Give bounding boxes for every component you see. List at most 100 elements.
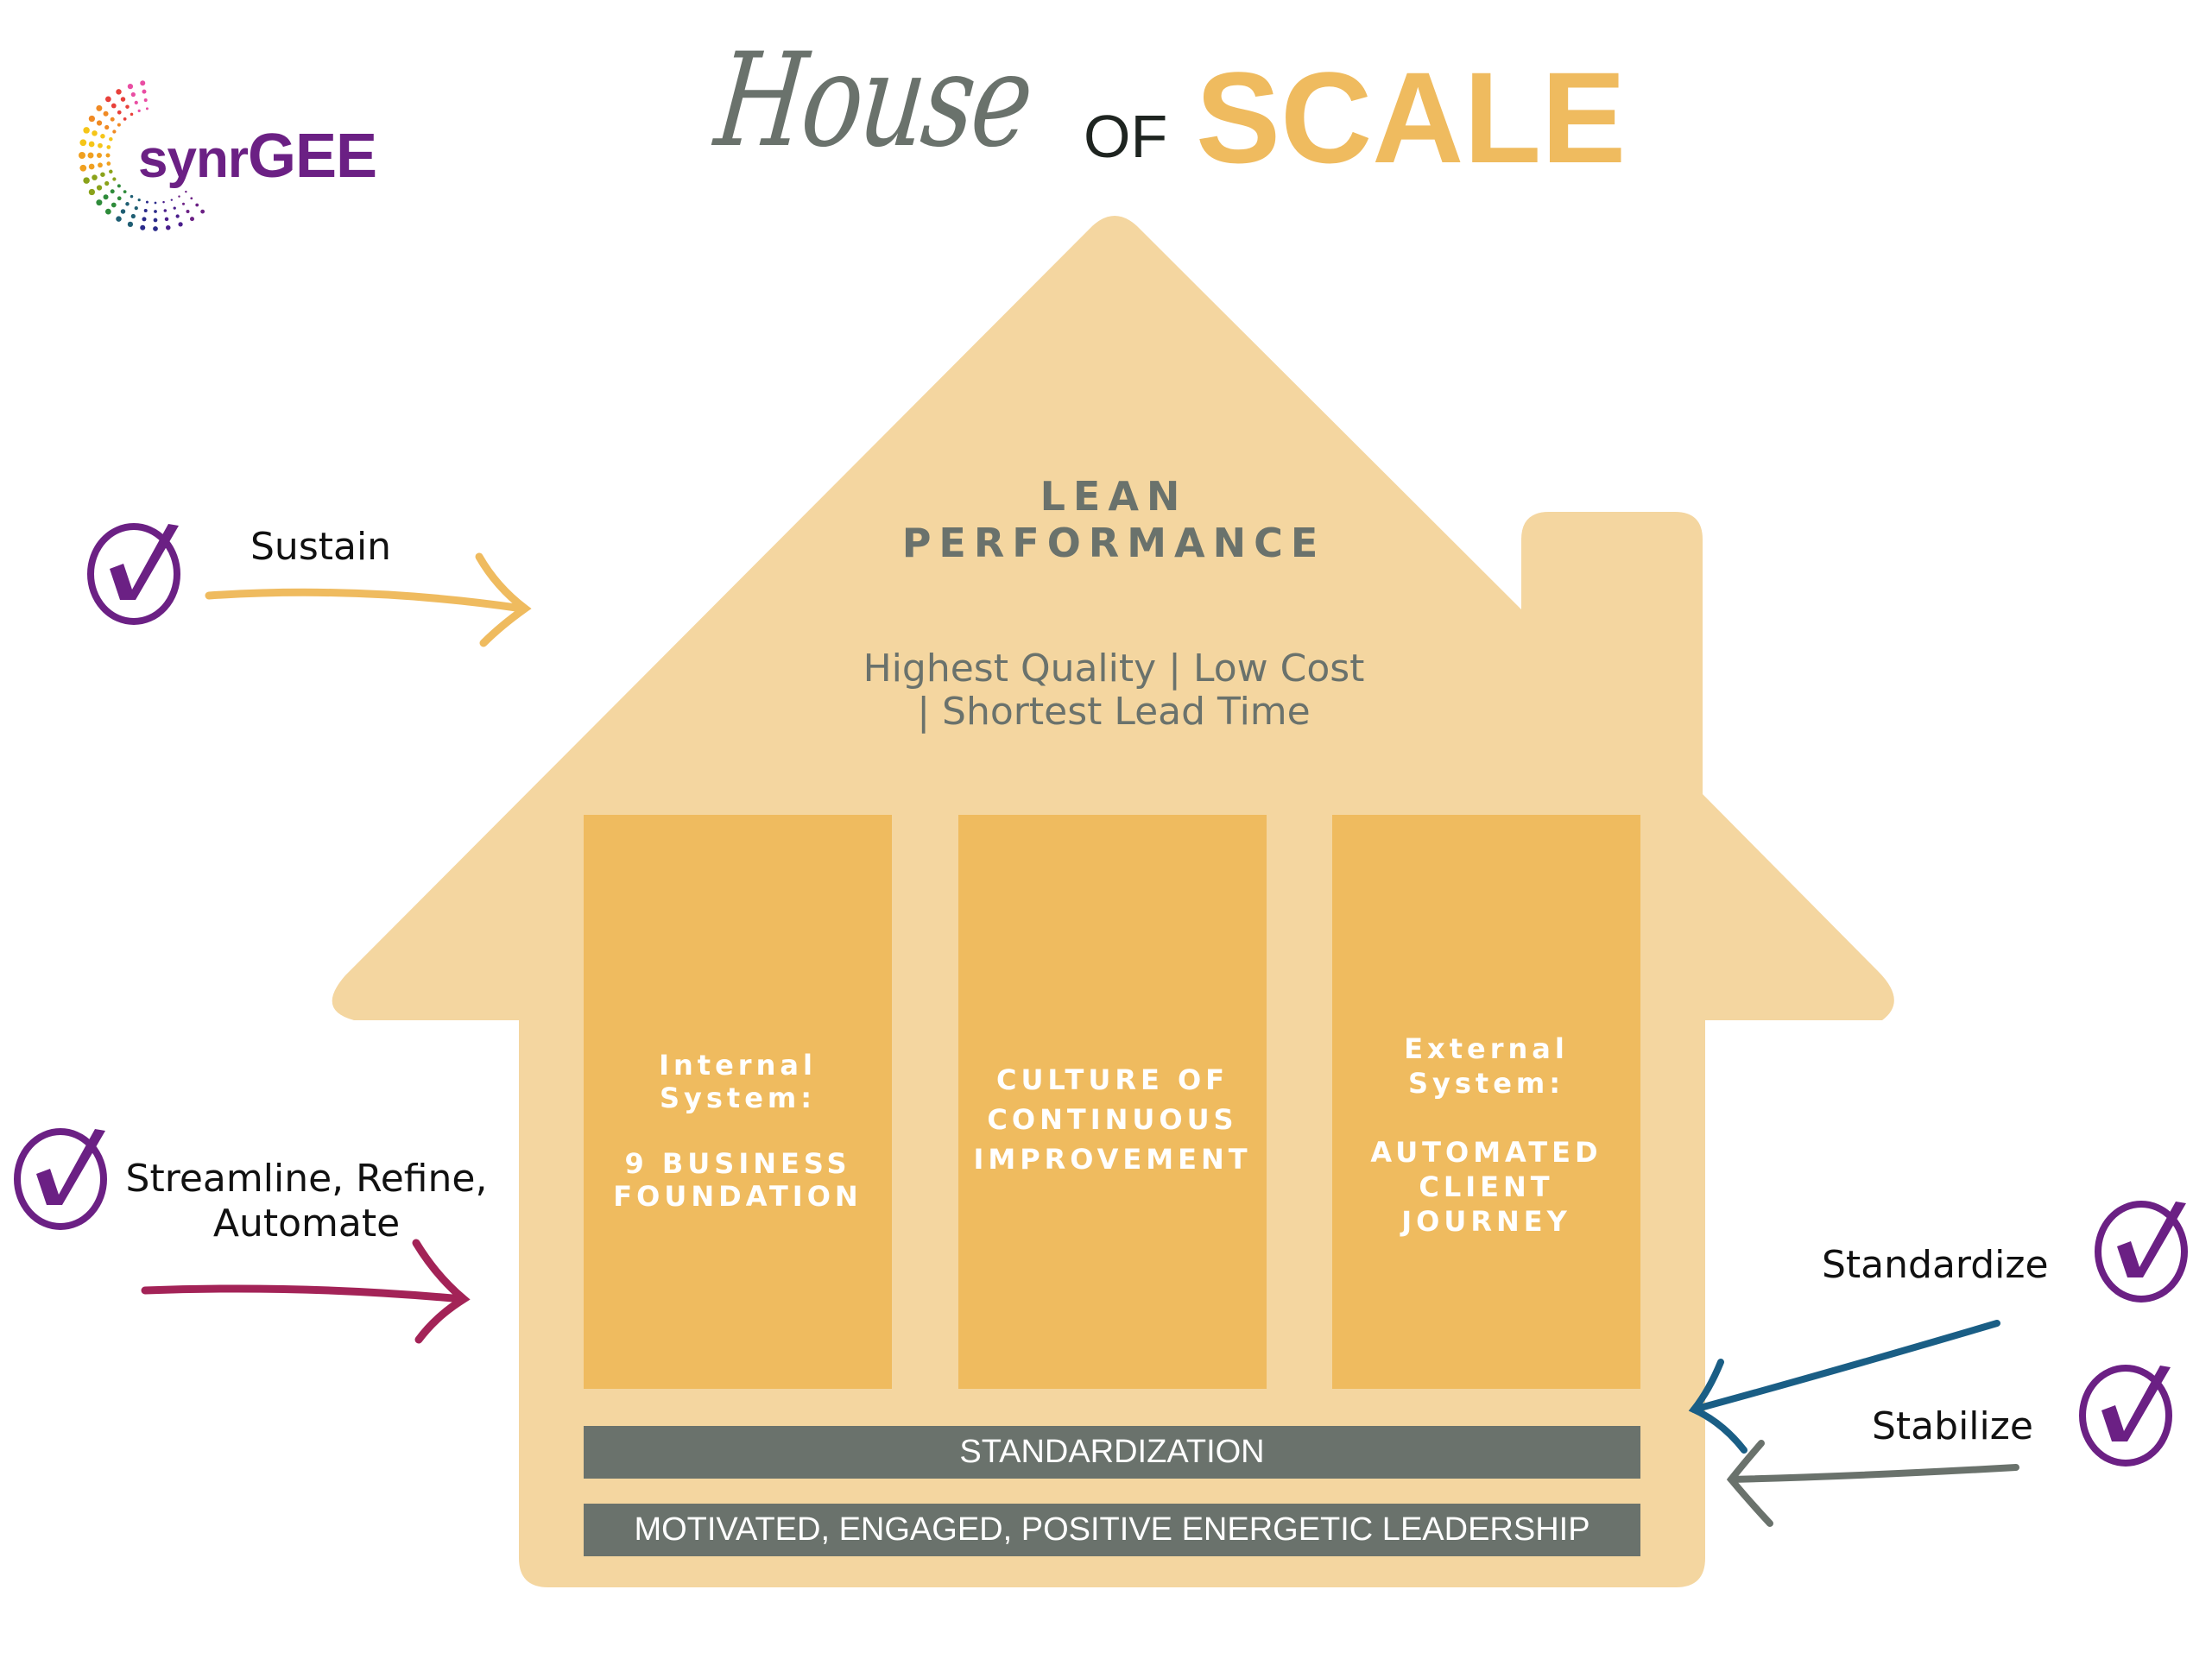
logo-dot bbox=[83, 127, 90, 134]
logo-dot bbox=[96, 104, 103, 111]
logo-dot bbox=[103, 110, 109, 117]
logo-dot bbox=[104, 96, 111, 103]
logo-dot bbox=[117, 184, 121, 188]
pillar-line bbox=[584, 1114, 892, 1147]
roof-heading-line1: LEAN bbox=[1040, 473, 1188, 520]
logo-dot bbox=[134, 100, 138, 105]
logo-dot bbox=[134, 205, 138, 211]
pillar-line: System: bbox=[659, 1082, 817, 1114]
logo-dot bbox=[88, 188, 96, 196]
logo-dot bbox=[123, 190, 127, 194]
logo-dot bbox=[117, 110, 122, 115]
logo-dot bbox=[142, 89, 147, 94]
logo-dot bbox=[111, 202, 117, 208]
logo-dot bbox=[96, 199, 103, 206]
logo-dot bbox=[195, 203, 199, 207]
logo-dot bbox=[178, 195, 180, 198]
logo bbox=[69, 69, 354, 242]
logo-dot bbox=[117, 123, 121, 127]
logo-dot bbox=[110, 117, 115, 122]
pillar-culture-bg bbox=[958, 815, 1267, 1389]
logo-dot bbox=[143, 209, 148, 213]
logo-dot bbox=[120, 209, 126, 214]
logo-dot bbox=[104, 124, 110, 130]
logo-prefix: synr bbox=[138, 129, 249, 189]
pillar-internal-bg bbox=[584, 815, 892, 1389]
label-standardize: Standardize bbox=[1822, 1243, 2049, 1287]
logo-dot bbox=[112, 129, 117, 134]
logo-dot bbox=[140, 224, 146, 230]
logo-dot bbox=[106, 145, 111, 149]
logo-dot bbox=[109, 136, 113, 142]
logo-dot bbox=[185, 190, 187, 193]
pillar-line: 9 BUSINESS bbox=[624, 1147, 851, 1180]
logo-dot bbox=[112, 177, 117, 181]
logo-dot bbox=[111, 103, 117, 109]
logo-dot bbox=[79, 139, 87, 147]
logo-dot bbox=[142, 217, 147, 222]
logo-dot bbox=[109, 169, 113, 174]
logo-dot bbox=[153, 226, 158, 231]
logo-dot bbox=[106, 161, 111, 166]
logo-dot bbox=[182, 202, 185, 205]
roof-heading-line2: PERFORMANCE bbox=[901, 520, 1326, 566]
logo-dot bbox=[186, 209, 190, 213]
logo-dot bbox=[127, 221, 134, 227]
leadership-bar: MOTIVATED, ENGAGED, POSITIVE ENERGETIC L… bbox=[584, 1504, 1640, 1556]
logo-dot bbox=[173, 206, 176, 210]
standardization-bar: STANDARDIZATION bbox=[584, 1426, 1640, 1479]
pillar-external-bg bbox=[1332, 815, 1640, 1389]
logo-dots-icon bbox=[79, 80, 205, 231]
logo-dot bbox=[103, 194, 109, 200]
logo-dot bbox=[137, 109, 141, 112]
title-scale: SCALE bbox=[1196, 45, 1627, 190]
logo-dot bbox=[162, 200, 165, 204]
logo-dot bbox=[143, 98, 148, 102]
label-streamline-line2: Automate bbox=[212, 1202, 401, 1246]
pillar-line: CONTINUOUS bbox=[987, 1103, 1238, 1136]
logo-dot bbox=[145, 200, 149, 204]
logo-dot bbox=[170, 199, 174, 201]
logo-dot bbox=[130, 194, 134, 199]
logo-suffix: GEE bbox=[247, 122, 377, 191]
pillar-line: Internal bbox=[659, 1049, 817, 1082]
logo-dot bbox=[83, 177, 90, 184]
pillar-line bbox=[1332, 1101, 1640, 1135]
arrow-stabilize-icon bbox=[1726, 1440, 2019, 1527]
pillar-line: AUTOMATED bbox=[1370, 1136, 1602, 1169]
logo-dot bbox=[105, 153, 111, 158]
logo-dot bbox=[120, 97, 126, 102]
pillar-line: IMPROVEMENT bbox=[973, 1143, 1252, 1176]
logo-dot bbox=[178, 222, 183, 227]
pillar-line: External bbox=[1404, 1032, 1569, 1065]
logo-dot bbox=[175, 214, 180, 218]
pillar-line: CLIENT bbox=[1419, 1170, 1554, 1203]
logo-dot bbox=[200, 209, 205, 214]
logo-dot bbox=[130, 91, 136, 98]
check-streamline-icon bbox=[14, 1128, 107, 1230]
logo-dot bbox=[96, 120, 103, 126]
logo-dot bbox=[116, 216, 122, 222]
logo-dot bbox=[130, 213, 136, 219]
arrow-standardize-icon bbox=[1688, 1320, 2000, 1454]
logo-dot bbox=[117, 196, 122, 201]
logo-dot bbox=[137, 199, 141, 202]
logo-dot bbox=[88, 141, 95, 148]
logo-dot bbox=[79, 164, 87, 172]
arrow-streamline-icon bbox=[141, 1239, 471, 1344]
logo-dot bbox=[98, 142, 103, 148]
logo-dot bbox=[96, 185, 103, 191]
logo-dot bbox=[125, 104, 130, 109]
check-standardize-icon bbox=[2095, 1201, 2188, 1303]
logo-dot bbox=[92, 174, 98, 180]
logo-dot bbox=[130, 112, 134, 117]
pillar-external: External System: AUTOMATED CLIENT JOURNE… bbox=[1332, 1031, 1640, 1239]
check-sustain-icon bbox=[87, 523, 180, 625]
label-streamline-line1: Streamline, Refine, bbox=[125, 1157, 488, 1201]
roof-subtitle-line1: Highest Quality | Low Cost bbox=[863, 647, 1365, 691]
title-of: OF bbox=[1084, 103, 1168, 170]
logo-dot bbox=[97, 153, 102, 158]
label-stabilize: Stabilize bbox=[1872, 1404, 2033, 1448]
pillar-line: CULTURE OF bbox=[995, 1063, 1229, 1096]
